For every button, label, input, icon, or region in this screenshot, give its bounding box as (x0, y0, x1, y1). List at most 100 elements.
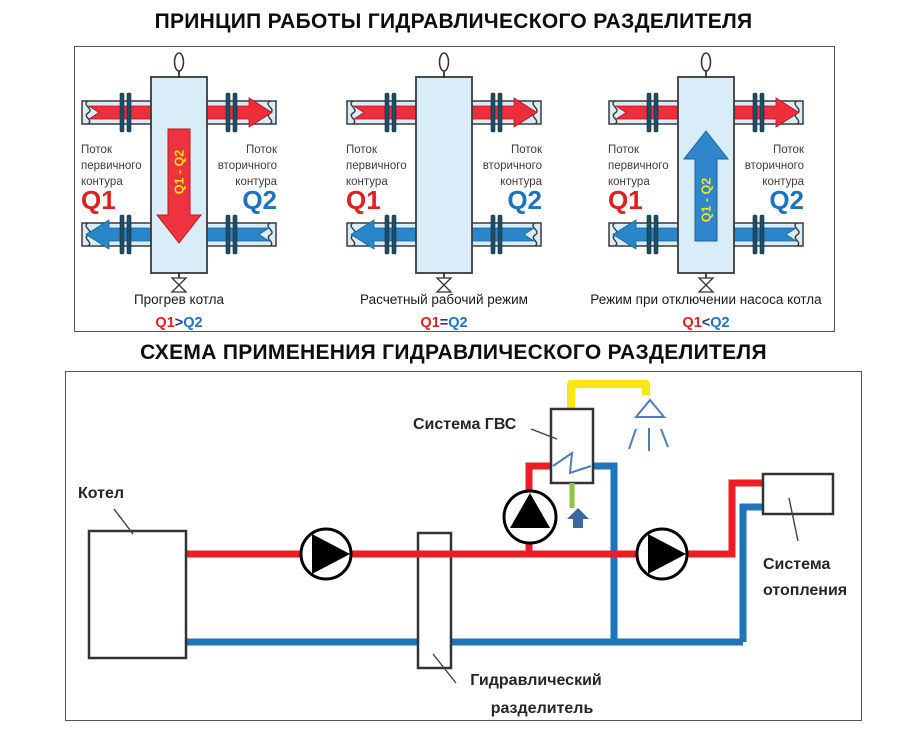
q1-symbol: Q1 (346, 185, 381, 215)
relation-q2: Q2 (710, 315, 730, 331)
secondary-flow-label: вторичного (745, 160, 804, 172)
primary-flow-label: Поток (608, 144, 640, 156)
secondary-flow-label: Поток (246, 144, 278, 156)
primary-flow-label: Поток (81, 144, 113, 156)
cold-water-up-arrow-icon (567, 508, 589, 528)
secondary-flow-label: Поток (511, 144, 543, 156)
shower-spray-icon (660, 428, 669, 448)
flange (653, 214, 659, 255)
secondary-flow-label: вторичного (483, 160, 542, 172)
separator-label: Гидравлический (470, 672, 602, 689)
secondary-flow-label: контура (500, 176, 542, 188)
primary-flow-label: контура (346, 176, 388, 188)
flange (384, 92, 390, 133)
delta-flow-label: Q1 - Q2 (173, 150, 187, 195)
q2-symbol: Q2 (507, 185, 542, 215)
boiler-pointer-line (113, 508, 134, 535)
flange (225, 214, 231, 255)
separator-diagram-2: Поток первичного контура Поток вторичног… (346, 52, 543, 293)
dhw-pointer-line (530, 428, 558, 440)
excess-flow-down-arrow (155, 128, 203, 244)
dhw-pump-rotor (510, 493, 550, 528)
q1-symbol: Q1 (81, 185, 116, 215)
flange (126, 92, 132, 133)
flange (497, 214, 503, 255)
separator-diagram-1: Q1 - Q2 Поток первичного контура Поток в… (81, 52, 278, 293)
heating-pointer-line (788, 497, 799, 542)
flange (653, 92, 659, 133)
flange (490, 214, 496, 255)
secondary-flow-label: контура (235, 176, 277, 188)
flange (119, 92, 125, 133)
heating-return-pipe (739, 503, 763, 642)
flange (391, 92, 397, 133)
supply-pipe-main (186, 479, 763, 558)
flange (119, 214, 125, 255)
shower-head-icon (633, 398, 667, 418)
relation-q2: Q2 (183, 315, 203, 331)
diagram-caption: Режим при отключении насоса котла (590, 292, 822, 307)
secondary-flow-label: контура (762, 176, 804, 188)
top-section-title: ПРИНЦИП РАБОТЫ ГИДРАВЛИЧЕСКОГО РАЗДЕЛИТЕ… (154, 10, 753, 33)
air-vent-icon (438, 52, 450, 72)
primary-flow-label: первичного (346, 160, 407, 172)
pipe-break-mark (612, 100, 618, 125)
shower-spray-icon (628, 428, 637, 450)
relation-q2: Q2 (448, 315, 468, 331)
heating-system-label: Система (763, 556, 830, 573)
relation-operator: > (174, 315, 184, 331)
relation-q1: Q1 (682, 315, 702, 331)
relation-operator: = (439, 315, 449, 331)
flange (752, 92, 758, 133)
separator-label: разделитель (491, 700, 594, 717)
bottom-section-title: СХЕМА ПРИМЕНЕНИЯ ГИДРАВЛИЧЕСКОГО РАЗДЕЛИ… (140, 341, 767, 364)
flange (391, 214, 397, 255)
flange (384, 214, 390, 255)
primary-flow-label: контура (608, 176, 650, 188)
flange (646, 92, 652, 133)
primary-flow-label: контура (81, 176, 123, 188)
air-vent-icon (700, 52, 712, 72)
diagram-design-mode: Поток первичного контура Поток вторичног… (344, 49, 544, 331)
separator-pointer-line (432, 653, 457, 684)
application-scheme: Котел Система ГВС Система отопления Гидр… (78, 380, 847, 717)
delta-flow-label: Q1 - Q2 (700, 178, 714, 223)
flange (646, 214, 652, 255)
dhw-system-label: Система ГВС (413, 416, 517, 433)
flange (497, 92, 503, 133)
diagram-caption: Прогрев котла (133, 292, 225, 307)
primary-flow-label: первичного (81, 160, 142, 172)
pipe-break-mark (532, 222, 538, 247)
dhw-return-pipe (593, 462, 618, 642)
relation-q1: Q1 (420, 315, 440, 331)
flow-relation: Q1=Q2 (420, 315, 467, 331)
heating-system-label: отопления (763, 582, 847, 599)
flange (759, 214, 765, 255)
primary-flow-label: первичного (608, 160, 669, 172)
secondary-flow-label: вторичного (218, 160, 277, 172)
flow-relation: Q1<Q2 (682, 315, 729, 331)
flange (225, 92, 231, 133)
diagram-caption: Расчетный рабочий режим (360, 292, 528, 307)
pipe-break-mark (794, 222, 800, 247)
diagram-pump-off-mode: Q1 - Q2 Поток первичного контура Поток в… (590, 49, 822, 331)
heating-pump-rotor (648, 534, 686, 574)
flange (232, 214, 238, 255)
heating-system-box (761, 472, 835, 516)
hot-water-pipe (567, 380, 650, 409)
application-scheme-panel: Котел Система ГВС Система отопления Гидр… (65, 371, 862, 721)
flange (752, 214, 758, 255)
excess-flow-up-arrow (682, 130, 730, 242)
boiler-box (87, 529, 188, 660)
primary-flow-label: Поток (346, 144, 378, 156)
pipe-break-mark (350, 100, 356, 125)
relation-q1: Q1 (155, 315, 175, 331)
drain-valve-icon (170, 277, 188, 293)
flow-relation: Q1>Q2 (155, 315, 202, 331)
separator-diagram-3: Q1 - Q2 Поток первичного контура Поток в… (608, 52, 805, 293)
flange (490, 92, 496, 133)
boiler-label: Котел (78, 485, 124, 502)
heat-exchanger-icon (552, 450, 592, 475)
flange (759, 92, 765, 133)
pipe-break-mark (85, 100, 91, 125)
